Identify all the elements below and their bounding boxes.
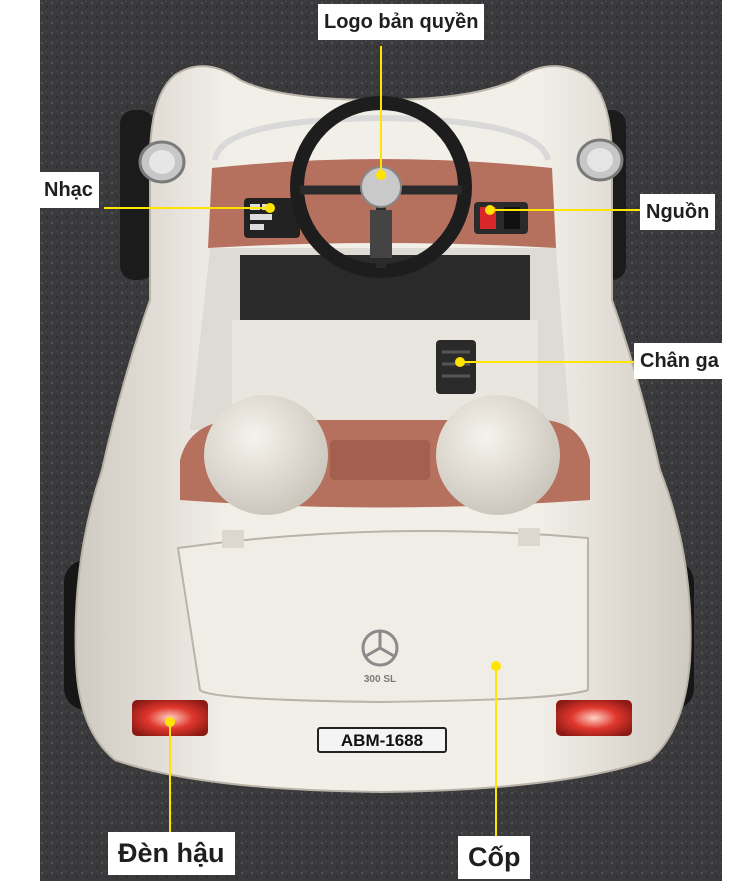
brand-star-badge bbox=[361, 629, 399, 667]
left-mirror bbox=[138, 140, 186, 184]
right-headrest bbox=[436, 395, 560, 515]
label-power: Nguồn bbox=[640, 194, 716, 230]
callout-lines bbox=[104, 46, 640, 836]
right-taillight bbox=[556, 700, 632, 736]
gas-pedal bbox=[436, 340, 476, 394]
license-plate-text: ABM-1688 bbox=[341, 731, 423, 750]
callout-dots bbox=[165, 170, 501, 727]
steering-column bbox=[370, 210, 392, 258]
license-plate bbox=[317, 727, 447, 753]
label-gas-pedal: Chân ga bbox=[634, 343, 725, 379]
right-mirror bbox=[576, 138, 624, 182]
label-trunk: Cốp bbox=[458, 836, 531, 879]
model-badge: 300 SL bbox=[364, 674, 396, 685]
label-copyright-logo: Logo bản quyền bbox=[318, 4, 485, 40]
trunk-lid bbox=[176, 529, 589, 704]
left-headrest bbox=[204, 395, 328, 515]
deck-plate bbox=[330, 440, 430, 480]
front-left-tire bbox=[120, 110, 154, 280]
label-taillight: Đèn hậu bbox=[108, 832, 235, 875]
label-music: Nhạc bbox=[38, 172, 99, 208]
